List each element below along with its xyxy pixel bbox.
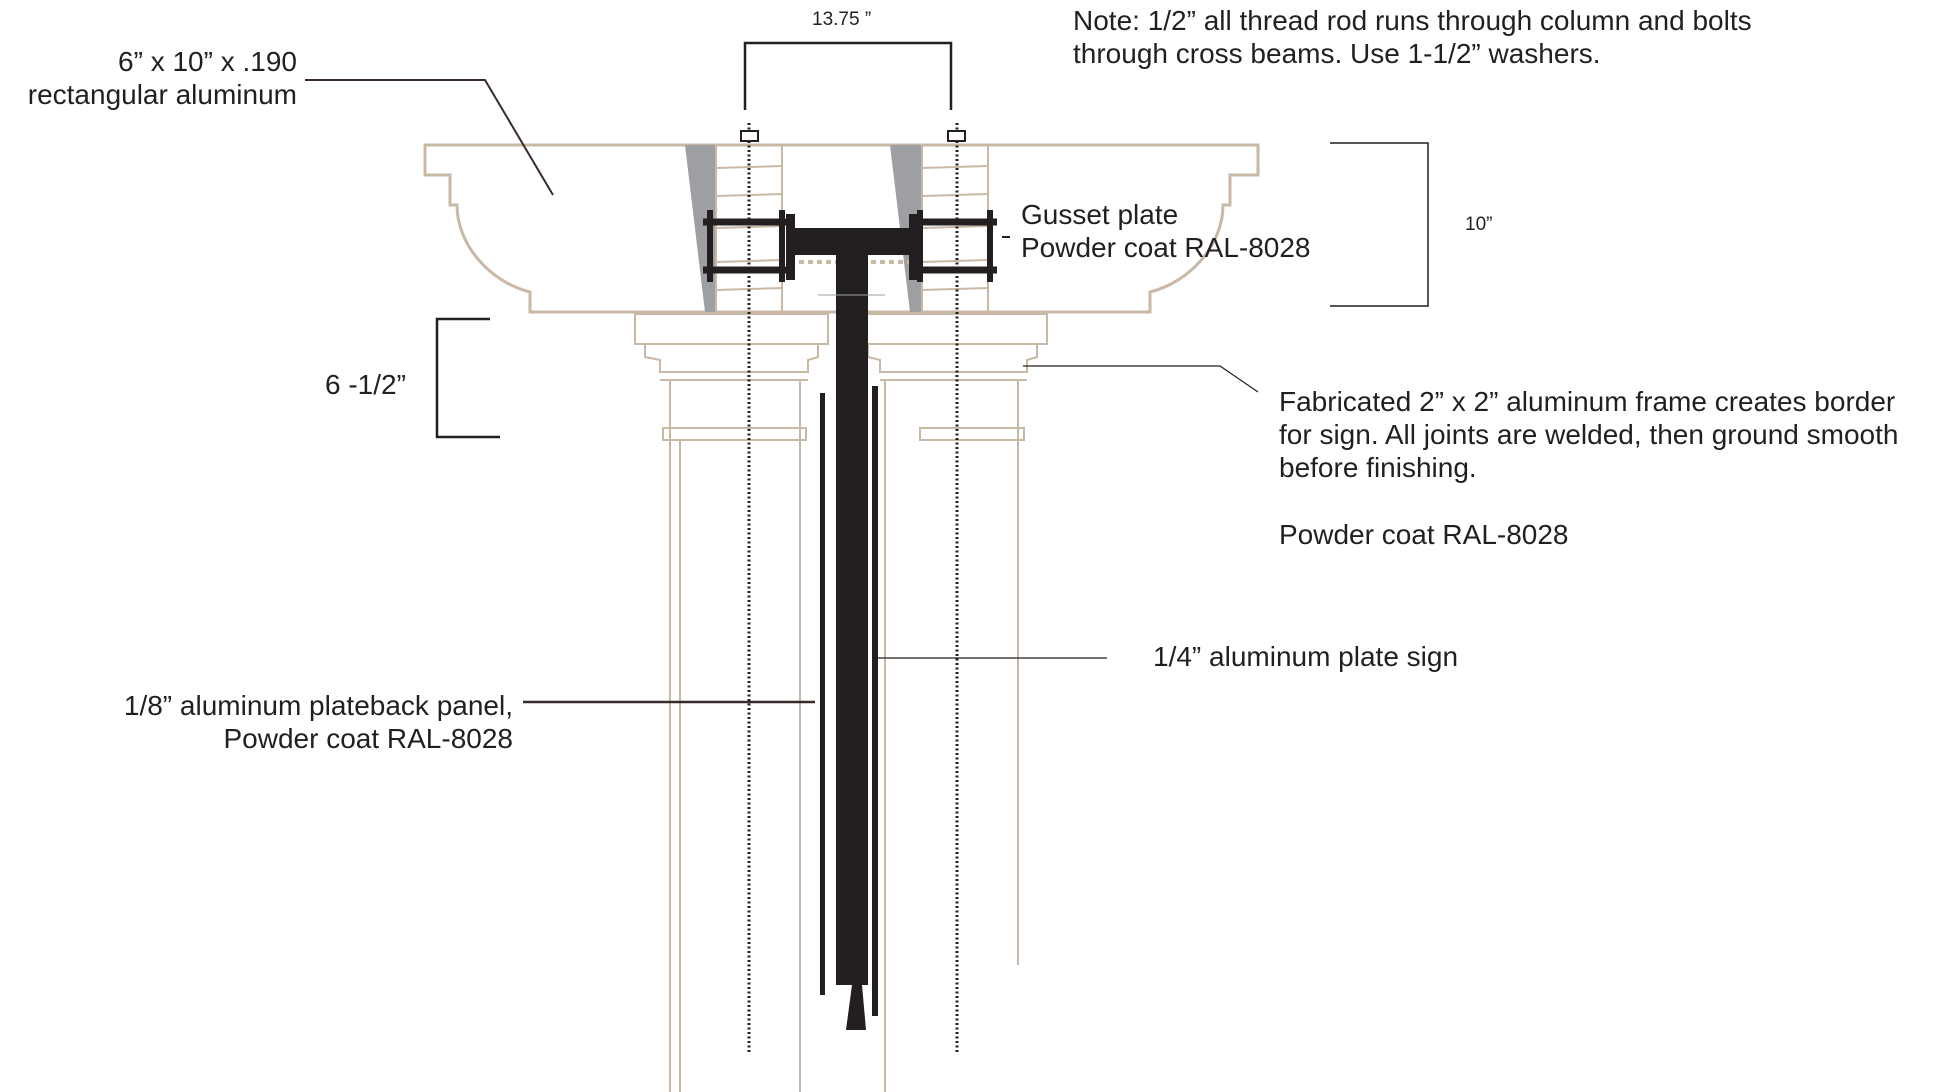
left-column-ring xyxy=(662,427,807,441)
backpanel-label-line-2: Powder coat RAL-8028 xyxy=(223,723,513,754)
dim-top-label: 13.75 ” xyxy=(812,9,872,30)
frame-label-line-3: before finishing. xyxy=(1279,452,1477,483)
note-line-2: through cross beams. Use 1-1/2” washers. xyxy=(1073,38,1601,69)
left-column xyxy=(634,313,829,1092)
aluminum-sign-plate-strip xyxy=(872,386,878,1016)
beam-leader-line xyxy=(305,79,554,196)
dim-top-bracket xyxy=(743,41,953,110)
gusset-label-line-2: Powder coat RAL-8028 xyxy=(1021,232,1311,263)
note-line-1: Note: 1/2” all thread rod runs through c… xyxy=(1073,5,1752,36)
gusset-label-line-1: Gusset plate xyxy=(1021,199,1179,230)
frame-leader-line xyxy=(1023,365,1259,393)
plateback-panel xyxy=(820,393,825,995)
left-column-cap-block xyxy=(634,313,829,345)
dim-left-label: 6 -1/2” xyxy=(325,369,406,400)
frame-label-line-4: Powder coat RAL-8028 xyxy=(1279,519,1569,550)
left-bolt-assembly xyxy=(703,210,795,282)
beam-label-line-2: rectangular aluminum xyxy=(27,79,297,110)
right-column-ring xyxy=(919,427,1025,441)
sign-plate-t-bracket xyxy=(790,228,920,1030)
right-column-cap-block xyxy=(859,313,1048,345)
frame-label-line-2: for sign. All joints are welded, then gr… xyxy=(1279,419,1899,450)
backpanel-label-line-1: 1/8” aluminum plateback panel, xyxy=(123,690,513,721)
dim-right-bracket xyxy=(1330,142,1429,307)
right-washer-nut xyxy=(947,130,966,142)
dim-right-label: 10” xyxy=(1465,214,1493,235)
beam-label-line-1: 6” x 10” x .190 xyxy=(118,46,297,77)
left-column-capital xyxy=(644,343,819,373)
right-bolt-assembly xyxy=(909,210,997,282)
left-washer-nut xyxy=(740,130,759,142)
dim-left-bracket xyxy=(435,317,500,439)
right-column xyxy=(859,313,1048,1092)
frame-label-line-1: Fabricated 2” x 2” aluminum frame create… xyxy=(1279,386,1896,417)
sign-plate-label: 1/4” aluminum plate sign xyxy=(1153,641,1459,672)
right-column-capital xyxy=(867,343,1038,373)
